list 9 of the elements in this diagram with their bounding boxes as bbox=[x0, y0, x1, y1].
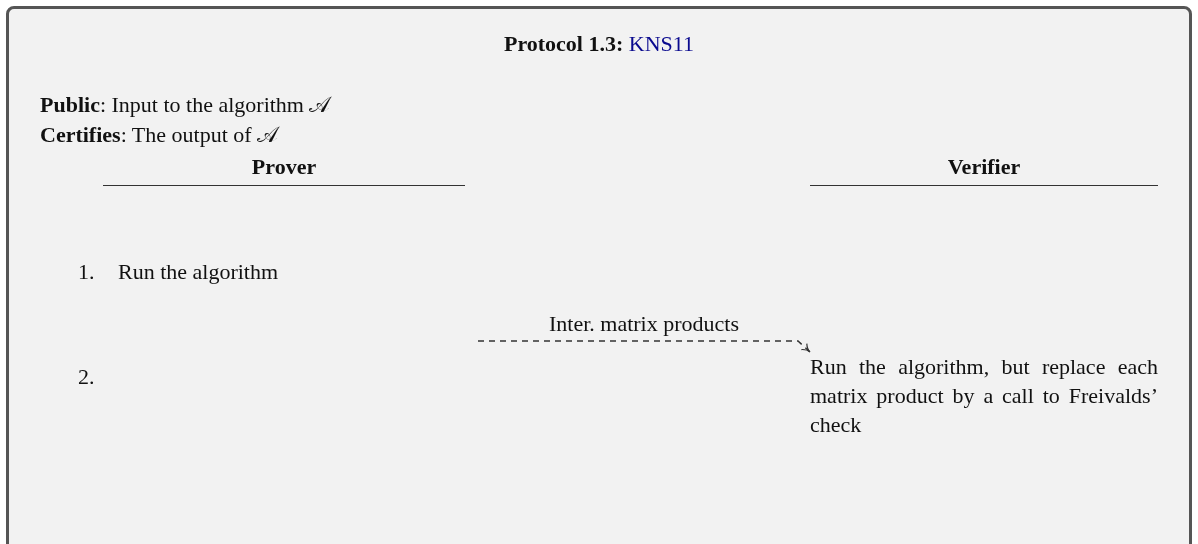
header-line: Public: Input to the algorithm 𝒜 bbox=[40, 91, 331, 119]
column-heading: Verifier bbox=[810, 150, 1158, 186]
column-heading: Prover bbox=[103, 150, 465, 186]
header-line: Certifies: The output of 𝒜 bbox=[40, 121, 279, 149]
step-text: Run the algorithm bbox=[118, 255, 465, 345]
step-number: 2. bbox=[78, 363, 95, 391]
protocol-title: Protocol 1.3: KNS11 bbox=[502, 30, 695, 58]
step-text: Run the algorithm, but replace each matrix product by a call to Freivalds’ check bbox=[810, 352, 1158, 476]
step-number: 1. bbox=[78, 258, 95, 286]
